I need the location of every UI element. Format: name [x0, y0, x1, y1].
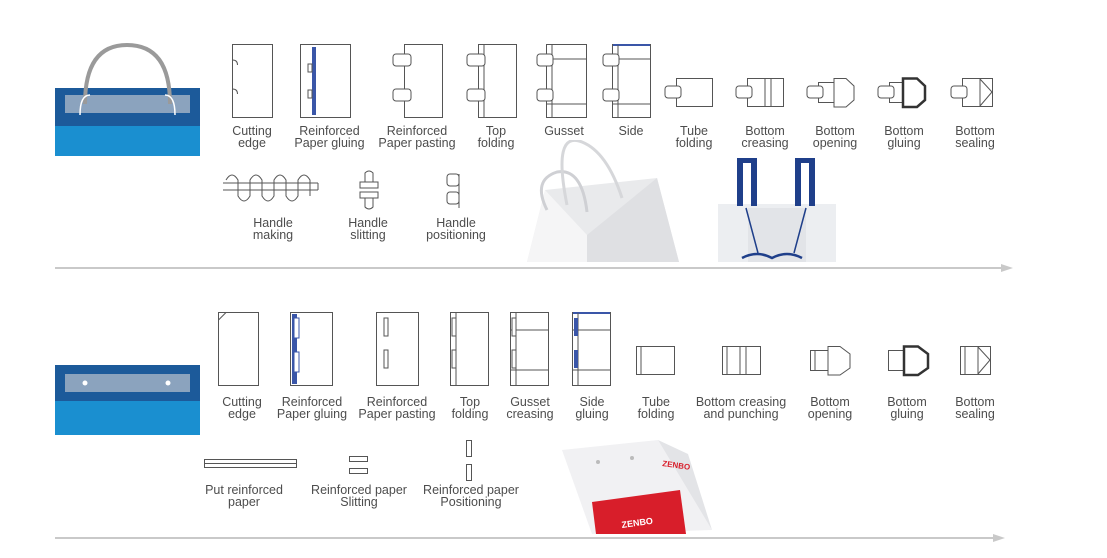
tube-folding-icon	[664, 78, 714, 110]
machine-bottom-band	[55, 401, 200, 435]
step-label: Gusset	[544, 124, 584, 138]
white-bag-blue-handle-image	[718, 158, 836, 262]
bottom-opening-icon	[806, 78, 858, 110]
gusset-creasing-icon	[510, 312, 550, 387]
handle-making-icon	[218, 168, 324, 208]
reinforced-paper-gluing-icon	[300, 44, 352, 119]
bottom-gluing-icon	[888, 346, 930, 376]
top-folding-icon	[466, 44, 518, 119]
bottom-sealing-icon	[950, 78, 995, 110]
bottom-creasing-punching-icon	[722, 346, 762, 376]
handle-slitting-icon	[356, 170, 382, 210]
side-gluing-icon	[572, 312, 612, 387]
bag-brand-text: ZENBO	[662, 459, 691, 472]
tube-folding-icon	[636, 346, 676, 376]
cutting-edge-icon	[218, 312, 260, 387]
white-bag-rope-handle-image	[527, 140, 679, 262]
reinforced-paper-pasting-icon	[392, 44, 444, 119]
reinforced-paper-pasting-icon	[376, 312, 420, 387]
machine-illustration-top	[55, 40, 200, 160]
cutting-edge-icon	[232, 44, 274, 119]
process-arrow-top	[55, 264, 1013, 272]
bottom-sealing-icon	[960, 346, 992, 376]
reinforced-paper-positioning-icon	[466, 440, 474, 484]
bottom-gluing-icon	[877, 78, 929, 110]
bag-brand-text-red: ZENBO	[621, 516, 654, 530]
handle-positioning-icon	[444, 172, 464, 210]
side-gluing-icon	[602, 44, 652, 119]
process-arrow-bottom	[55, 534, 1005, 542]
step-label: Side	[618, 124, 644, 138]
top-folding-icon	[450, 312, 490, 387]
white-bag-zenbo-image: ZENBO ZENBO	[562, 440, 714, 534]
machine-illustration-bottom	[55, 365, 200, 435]
reinforced-paper-gluing-icon	[290, 312, 334, 387]
put-reinforced-paper-icon	[204, 458, 298, 470]
bottom-opening-icon	[810, 346, 852, 376]
gusset-icon	[536, 44, 588, 119]
machine-bottom-band	[55, 126, 200, 156]
bottom-creasing-icon	[735, 78, 785, 110]
reinforced-paper-slitting-icon	[349, 456, 369, 476]
